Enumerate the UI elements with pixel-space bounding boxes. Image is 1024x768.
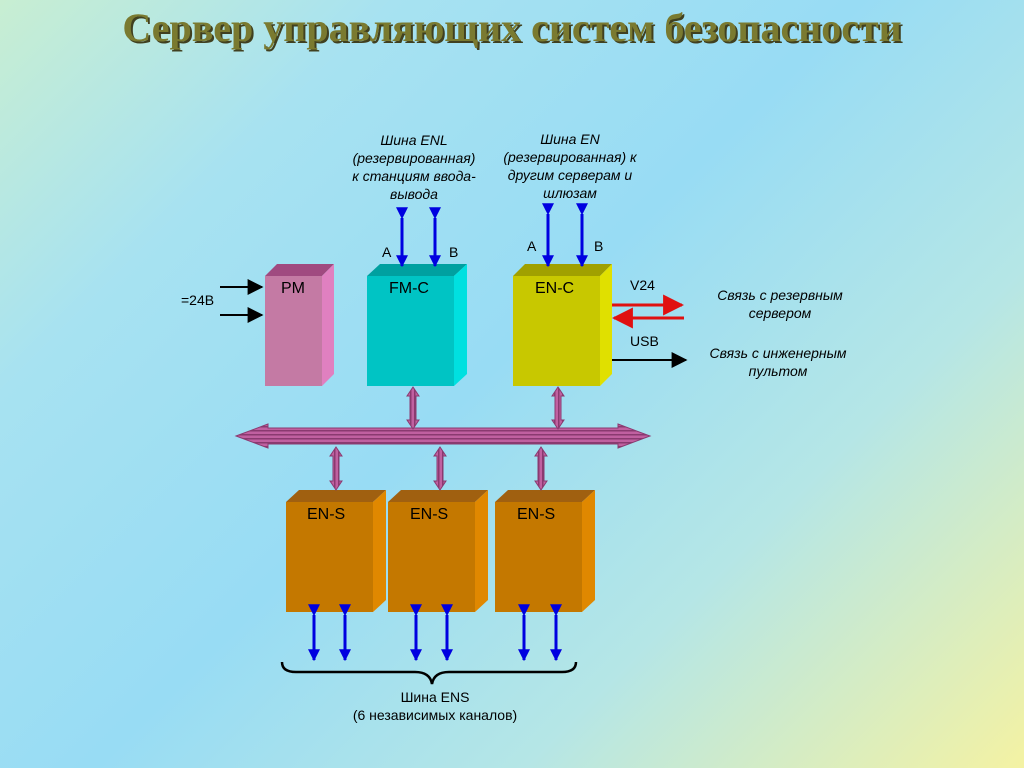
en-bus-arrows bbox=[542, 203, 588, 268]
v24-link-arrows bbox=[611, 294, 685, 329]
enc-module bbox=[513, 264, 612, 386]
internal-bus bbox=[234, 423, 652, 449]
en-caption-line-3: другим серверам и bbox=[507, 167, 633, 183]
ens-module-3 bbox=[495, 490, 595, 612]
enl-caption-line-4: вывода bbox=[390, 186, 438, 202]
ens-label-1: EN-S bbox=[307, 506, 346, 523]
bus-connector-enc bbox=[551, 386, 565, 430]
page-title: Сервер управляющих систем безопасности bbox=[122, 5, 902, 50]
backup-link-line-2: сервером bbox=[748, 305, 812, 321]
ens-bus-caption: Шина ENS (6 независимых каналов) bbox=[330, 688, 540, 724]
v24-label: V24 bbox=[630, 277, 655, 293]
enc-label: EN-C bbox=[535, 280, 575, 297]
ens-caption-line-2: (6 независимых каналов) bbox=[352, 707, 518, 723]
en-channel-a: A bbox=[527, 238, 537, 254]
ens-bus-arrows bbox=[308, 604, 562, 662]
engineering-link-caption: Связь с инженерным пультом bbox=[692, 344, 864, 380]
engineering-link-line-2: пультом bbox=[748, 363, 808, 379]
enl-caption-line-1: Шина ENL bbox=[380, 132, 448, 148]
fmc-module bbox=[367, 264, 467, 386]
enl-channel-b: B bbox=[449, 244, 459, 260]
en-caption-line-4: шлюзам bbox=[543, 185, 597, 201]
en-channel-b: B bbox=[594, 238, 604, 254]
enl-bus-caption: Шина ENL (резервированная) к станциям вв… bbox=[334, 131, 494, 203]
bus-connector-ens-2 bbox=[433, 446, 447, 491]
usb-label: USB bbox=[630, 333, 659, 349]
en-caption-line-2: (резервированная) к bbox=[503, 149, 637, 165]
enl-caption-line-2: (резервированная) bbox=[352, 150, 476, 166]
ens-label-2: EN-S bbox=[410, 506, 449, 523]
ens-module-2 bbox=[388, 490, 488, 612]
enl-caption-line-3: к станциям ввода- bbox=[352, 168, 476, 184]
power-label: =24В bbox=[181, 292, 215, 308]
backup-link-caption: Связь с резервным сервером bbox=[695, 286, 865, 322]
ens-bus-brace bbox=[280, 661, 578, 685]
enl-bus-arrows bbox=[396, 207, 441, 268]
bus-connector-ens-1 bbox=[329, 446, 343, 491]
ens-caption-line-1: Шина ENS bbox=[400, 689, 470, 705]
engineering-link-line-1: Связь с инженерным bbox=[709, 345, 847, 361]
en-caption-line-1: Шина EN bbox=[540, 131, 600, 147]
pm-label: PM bbox=[281, 280, 305, 297]
bus-connector-ens-3 bbox=[534, 446, 548, 491]
enl-channel-a: A bbox=[382, 244, 392, 260]
ens-label-3: EN-S bbox=[517, 506, 556, 523]
ens-module-1 bbox=[286, 490, 386, 612]
fmc-label: FM-C bbox=[389, 280, 429, 297]
bus-connector-fmc bbox=[406, 386, 420, 430]
pm-module bbox=[265, 264, 334, 386]
power-input-arrows bbox=[220, 279, 264, 323]
backup-link-line-1: Связь с резервным bbox=[717, 287, 843, 303]
en-bus-caption: Шина EN (резервированная) к другим серве… bbox=[490, 130, 650, 202]
